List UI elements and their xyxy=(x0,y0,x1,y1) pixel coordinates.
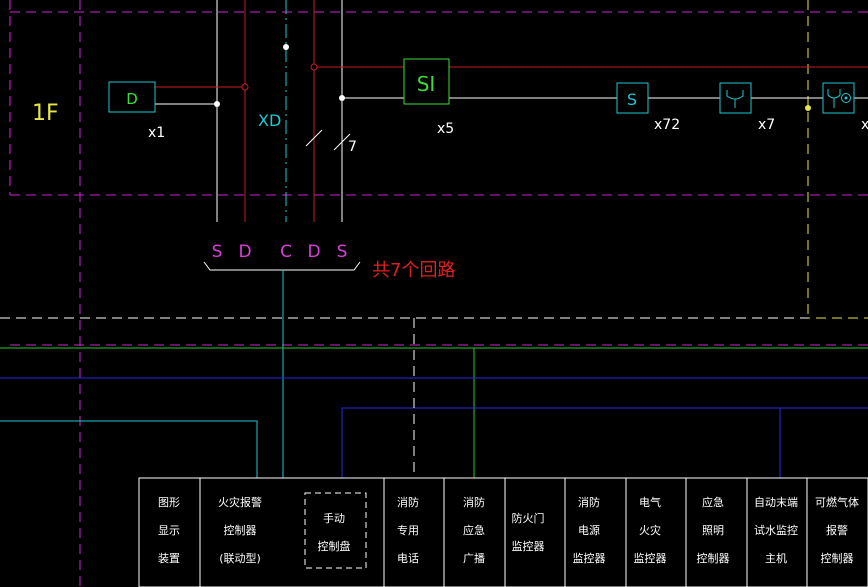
panel-7-line-0: 电气 xyxy=(639,495,661,509)
panel-9-line-2: 主机 xyxy=(765,551,787,565)
smoke-detector-symbol: S xyxy=(627,90,637,109)
branch-lines xyxy=(155,66,868,105)
panel-4-line-2: 广播 xyxy=(463,551,485,565)
panel-3-line-2: 电话 xyxy=(397,552,419,565)
device-si: SI x5 xyxy=(403,58,454,137)
button-y-icon xyxy=(726,90,744,108)
panel-2-line-0: 手动 xyxy=(323,511,345,525)
panel-10-line-2: 控制器 xyxy=(821,551,854,565)
bus-letter-s2: S xyxy=(337,242,348,262)
panel-0-line-0: 图形 xyxy=(158,496,180,509)
bus-slash-marks xyxy=(305,129,351,151)
dashed-branches xyxy=(0,317,808,478)
panel-10-line-1: 报警 xyxy=(826,523,848,537)
panel-8-line-1: 照明 xyxy=(702,524,724,537)
bus-risers xyxy=(216,0,343,222)
panel-1-line-2: (联动型) xyxy=(219,551,261,565)
device-si-symbol: SI xyxy=(417,72,436,96)
panel-8-line-2: 控制器 xyxy=(697,551,730,565)
panel-7-line-2: 监控器 xyxy=(634,551,667,565)
bell-icon xyxy=(827,89,841,108)
panel-0-line-1: 显示 xyxy=(158,524,180,537)
panel-5-line-1: 监控器 xyxy=(512,539,545,553)
bus-letters: S D C D S xyxy=(212,242,348,262)
panel-9-line-0: 自动末端 xyxy=(754,495,798,509)
bus-bracket xyxy=(203,261,361,271)
panel-2-line-1: 控制盘 xyxy=(318,539,351,553)
bus-slash-count: 7 xyxy=(348,139,357,155)
smoke-detector-count: x72 xyxy=(654,117,680,133)
panel-6-line-0: 消防 xyxy=(578,495,600,509)
panel-3-line-0: 消防 xyxy=(397,495,419,509)
floor-label: 1F xyxy=(32,101,59,126)
panel-1-line-0: 火灾报警 xyxy=(218,495,262,509)
bus-letter-s1: S xyxy=(212,242,223,262)
panel-0-line-2: 装置 xyxy=(158,552,180,565)
device-d-count: x1 xyxy=(148,125,165,141)
smoke-detector: S x72 xyxy=(616,82,680,133)
device-si-count: x5 xyxy=(437,121,454,137)
bus-letter-c: C xyxy=(280,242,292,262)
panel-7-line-1: 火灾 xyxy=(639,523,661,537)
manual-control-box xyxy=(304,492,367,569)
bottom-panel-row: 图形显示装置火灾报警控制器(联动型)手动控制盘消防专用电话消防应急广播防火门监控… xyxy=(138,477,868,587)
panel-4-line-1: 应急 xyxy=(463,523,485,537)
panel-3-line-1: 专用 xyxy=(397,523,419,537)
xd-label: XD xyxy=(258,111,281,130)
manual-call-button: x7 xyxy=(719,82,775,133)
button-count: x7 xyxy=(758,117,775,133)
device-d: D x1 xyxy=(108,81,165,141)
panel-8-line-0: 应急 xyxy=(702,495,724,509)
panel-1-line-1: 控制器 xyxy=(224,523,257,537)
panel-5-line-0: 防火门 xyxy=(512,511,545,525)
bus-letter-d1: D xyxy=(238,242,251,262)
panel-4-line-0: 消防 xyxy=(463,495,485,509)
floor-frame xyxy=(9,0,868,587)
loop-note: 共7个回路 xyxy=(372,260,455,281)
panel-dividers xyxy=(199,478,808,587)
panel-texts: 图形显示装置火灾报警控制器(联动型)手动控制盘消防专用电话消防应急广播防火门监控… xyxy=(158,495,859,565)
alarm-bell-count: x xyxy=(861,117,868,133)
device-d-symbol: D xyxy=(126,90,138,108)
trunk-lines xyxy=(0,270,868,478)
junction-dots xyxy=(214,44,811,111)
panel-6-line-1: 电源 xyxy=(578,523,600,537)
panel-9-line-1: 试水监控 xyxy=(754,523,798,537)
alarm-bell: x xyxy=(822,82,868,133)
panel-6-line-2: 监控器 xyxy=(573,551,606,565)
bus-letter-d2: D xyxy=(307,242,320,262)
panel-10-line-0: 可燃气体 xyxy=(815,495,859,509)
